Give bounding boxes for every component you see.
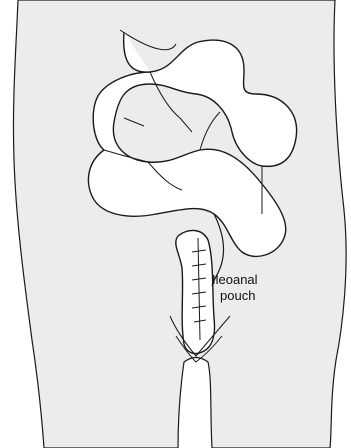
pouch-label-line-1: Ileoanal: [212, 272, 258, 287]
pouch-label-line-2: pouch: [220, 288, 255, 303]
